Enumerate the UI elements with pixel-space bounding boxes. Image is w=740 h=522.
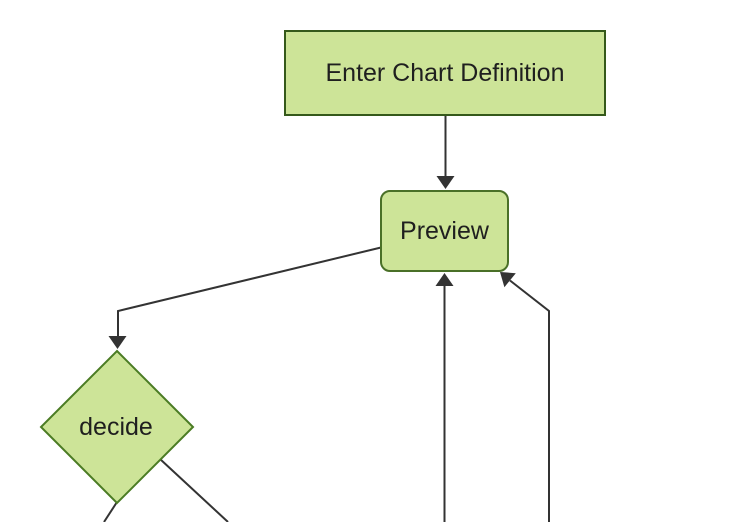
node-enter-chart-definition: Enter Chart Definition [284,30,606,116]
preview-label: Preview [400,217,490,245]
edge-decide-to-offscreen-left [103,501,118,522]
edge-preview-to-decide [108,246,382,349]
arrowhead-diagonal-into-preview-corner [500,272,516,288]
decide-diamond [39,349,195,505]
edge-preview-to-decide-line [117,246,382,337]
node-decide: decide [39,349,195,505]
edge-bottom-to-preview [435,273,454,522]
arrowhead-down-into-decide-top [108,336,127,349]
preview-box [380,190,509,272]
edge-enter-to-preview [436,116,455,189]
arrowhead-up-into-preview-bottom [435,273,454,286]
edge-bottom-right-to-preview [500,272,550,522]
decide-label: decide [79,413,153,441]
edge-decide-offscreen-left-line [103,501,118,522]
enter-chart-definition-label: Enter Chart Definition [325,59,564,87]
enter-chart-definition-box [284,30,606,116]
edge-decide-to-offscreen-right [159,458,229,522]
arrowhead-down-into-preview-top [436,176,455,189]
edge-bottom-right-to-preview-line [509,279,550,522]
edge-decide-offscreen-right-line [159,458,229,522]
node-preview: Preview [380,190,509,272]
